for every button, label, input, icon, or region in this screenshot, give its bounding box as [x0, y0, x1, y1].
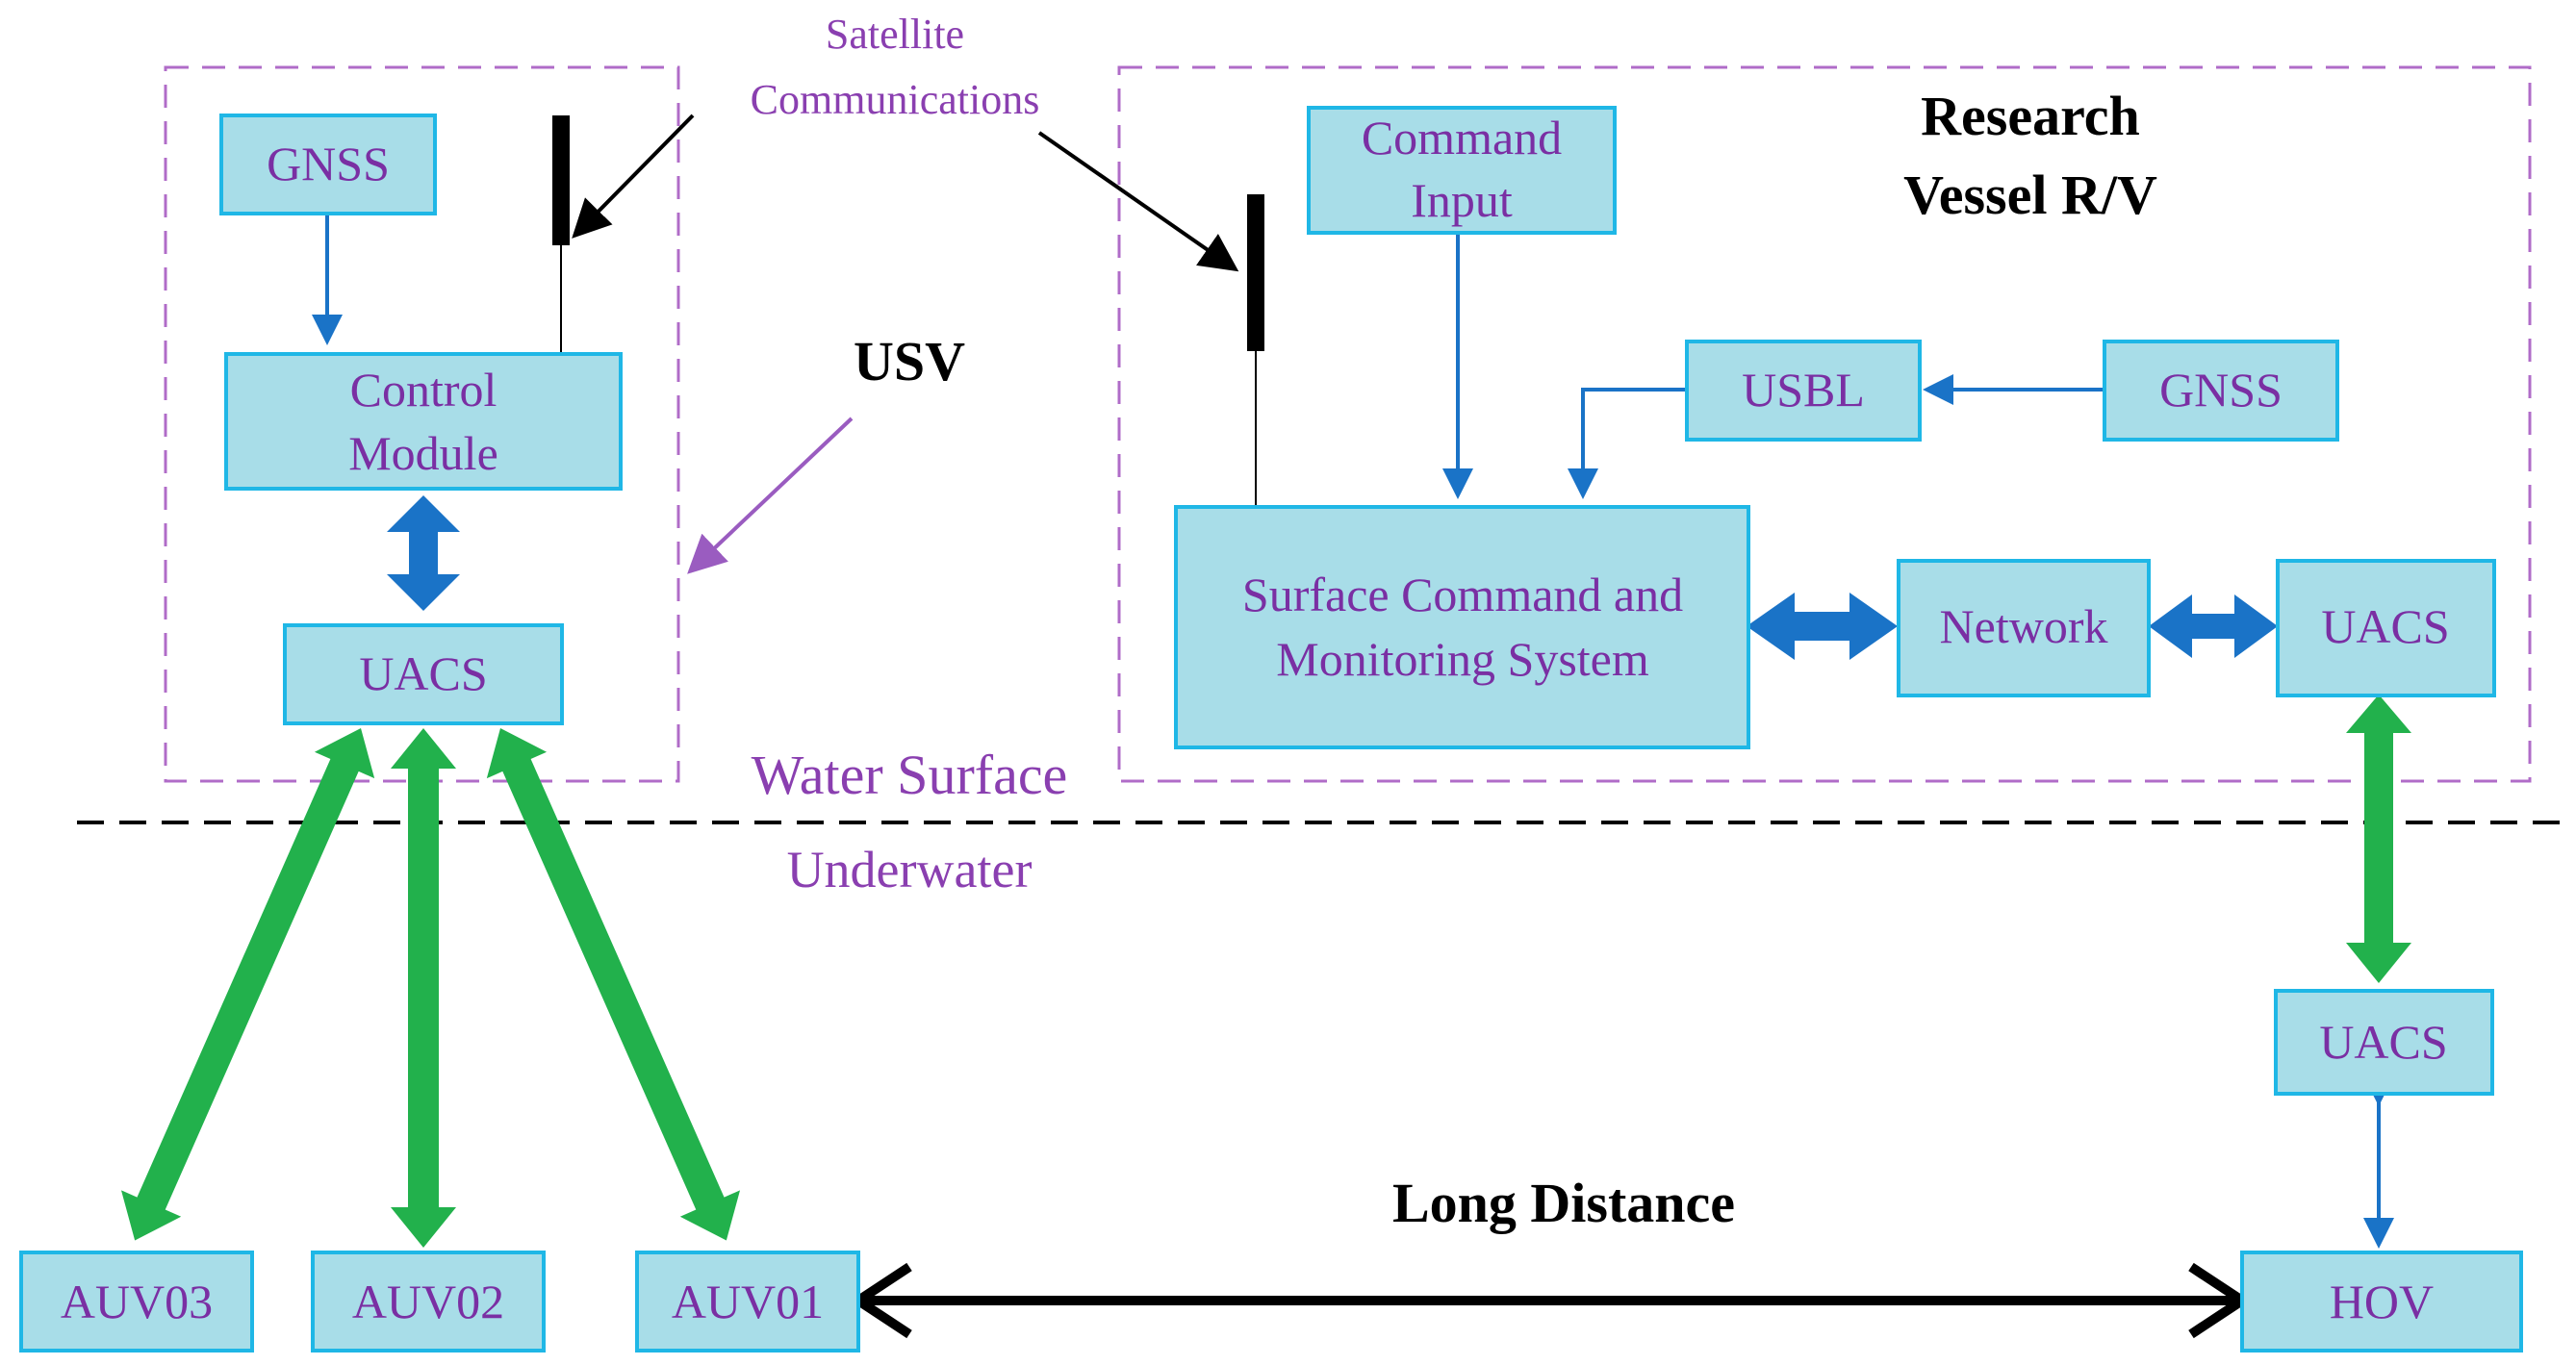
underwater-label: Underwater — [787, 841, 1033, 898]
svg-text:UACS: UACS — [359, 646, 487, 700]
svg-text:AUV03: AUV03 — [61, 1275, 213, 1328]
uacs-auv03-green-arrow — [120, 728, 375, 1241]
svg-text:AUV01: AUV01 — [672, 1275, 824, 1328]
uacs-auv02-green-arrow — [391, 728, 456, 1248]
svg-text:Command: Command — [1362, 111, 1562, 164]
scms-box: Surface Command and Monitoring System — [1174, 505, 1750, 749]
svg-text:USBL: USBL — [1742, 363, 1865, 417]
uacs-hov-box: UACS — [2274, 989, 2494, 1096]
usv-label: USV — [854, 330, 965, 392]
scms-network-double-arrow — [1747, 593, 1898, 660]
svg-text:Surface Command and: Surface Command and — [1242, 568, 1683, 621]
network-box: Network — [1897, 559, 2151, 697]
usbl-to-scms-arrow — [1568, 388, 1687, 499]
uacs-auv01-green-arrow — [486, 728, 741, 1241]
svg-text:AUV02: AUV02 — [352, 1275, 504, 1328]
uacs-vessel-box: UACS — [2276, 559, 2496, 697]
water-surface-label: Water Surface — [752, 744, 1068, 806]
auv02-box: AUV02 — [311, 1251, 546, 1352]
svg-text:Input: Input — [1411, 173, 1513, 227]
command-input-box: Command Input — [1307, 106, 1617, 235]
satellite-arrow-usv — [572, 114, 695, 239]
auv01-box: AUV01 — [635, 1251, 860, 1352]
long-distance-label: Long Distance — [1392, 1172, 1735, 1234]
gnss-right-box: GNSS — [2103, 340, 2339, 442]
network-uacs-double-arrow — [2149, 594, 2278, 658]
control-uacs-double-arrow — [387, 495, 460, 611]
satellite-label-line1: Satellite — [826, 11, 964, 58]
svg-text:Network: Network — [1940, 599, 2108, 653]
gnss-left-box: GNSS — [219, 114, 437, 215]
svg-text:GNSS: GNSS — [267, 137, 390, 190]
satellite-arrow-vessel — [1037, 131, 1239, 272]
svg-text:Module: Module — [348, 426, 498, 480]
usv-pointer-arrow — [687, 417, 854, 574]
control-module-box: Control Module — [224, 352, 623, 491]
hov-box: HOV — [2240, 1251, 2523, 1352]
auv03-box: AUV03 — [19, 1251, 254, 1352]
research-vessel-label-line2: Vessel R/V — [1903, 164, 2157, 226]
svg-text:HOV: HOV — [2330, 1275, 2434, 1328]
svg-text:Monitoring System: Monitoring System — [1276, 632, 1649, 686]
svg-text:UACS: UACS — [2319, 1015, 2447, 1069]
research-vessel-region — [1117, 65, 2532, 783]
uacs-uacs-green-arrow — [2346, 695, 2411, 983]
svg-text:UACS: UACS — [2321, 599, 2449, 653]
usbl-box: USBL — [1685, 340, 1922, 442]
research-vessel-label-line1: Research — [1921, 85, 2140, 147]
satellite-label-line2: Communications — [751, 76, 1040, 123]
svg-text:GNSS: GNSS — [2159, 363, 2283, 417]
uacs-usv-box: UACS — [283, 623, 564, 725]
svg-text:Control: Control — [350, 363, 497, 417]
